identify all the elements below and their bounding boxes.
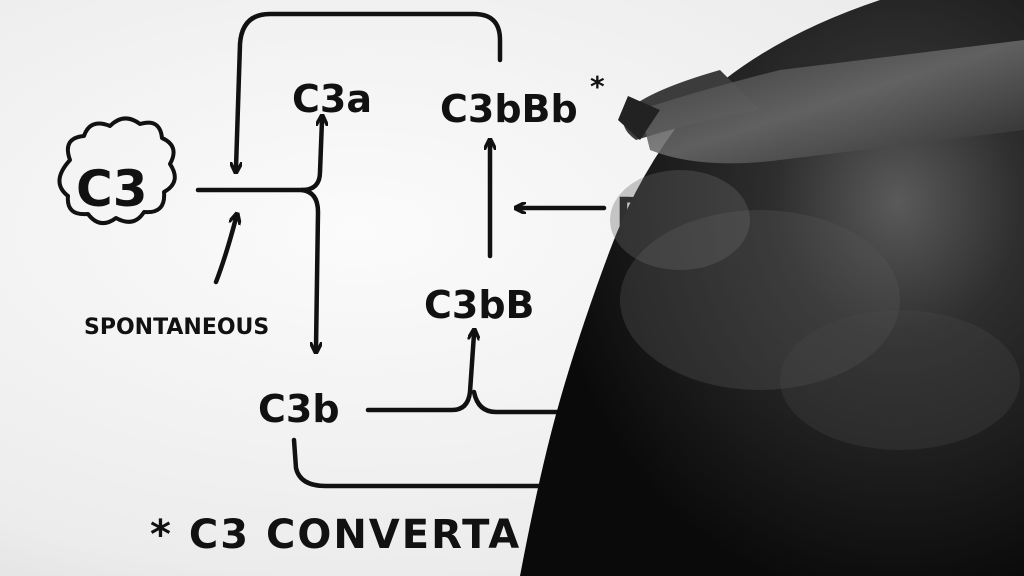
footnote-c3-convertase: * C3 CONVERTA: [150, 512, 521, 558]
bottom-loop: [291, 437, 563, 489]
c3bbb-asterisk: *: [590, 70, 605, 103]
c3bb-label: C3bB: [424, 283, 535, 327]
feedback-loop-arrow: [236, 11, 503, 168]
spontaneous-arrow: [213, 218, 236, 285]
c3-label: C3: [76, 160, 147, 218]
c3-cloud-outline: [57, 116, 177, 226]
spontaneous-label: SPONTANEOUS: [84, 315, 269, 340]
arrow-to-c3b: [299, 187, 318, 348]
c3a-label: C3a: [292, 77, 372, 121]
c3bbb-label: C3bBb: [440, 87, 578, 131]
arrow-to-c3a: [299, 120, 322, 193]
c3b-label: C3b: [258, 387, 340, 431]
arrow-c3b-to-c3bb: [365, 334, 474, 413]
factor-b-line: [471, 389, 563, 415]
hand-with-marker-image: [520, 0, 1024, 576]
